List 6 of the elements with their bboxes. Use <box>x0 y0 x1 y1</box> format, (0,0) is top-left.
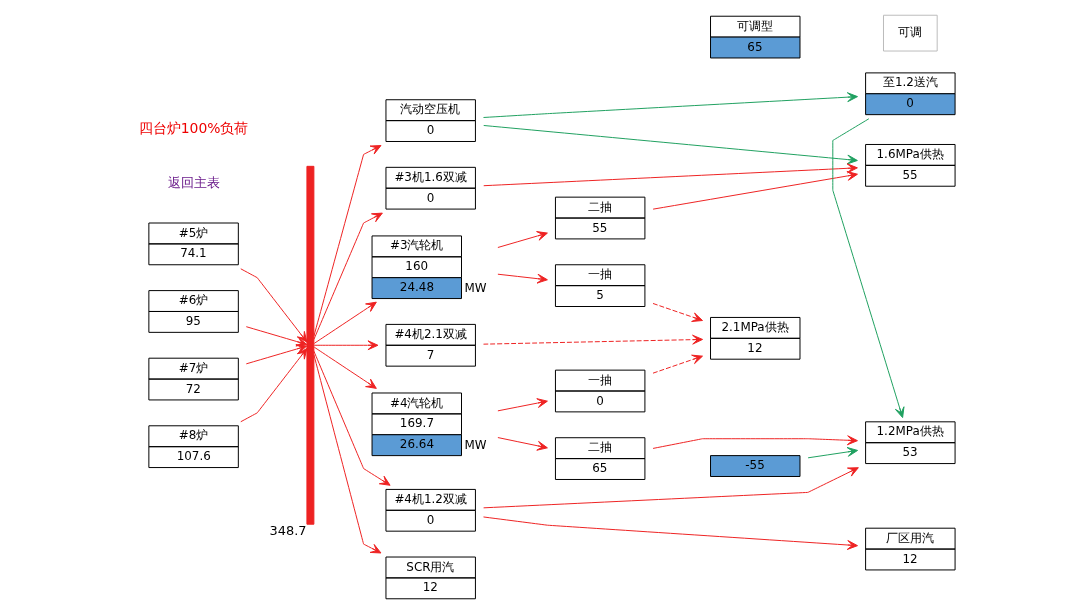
label: 返回主表 <box>167 174 220 190</box>
label: 可调 <box>897 25 922 40</box>
node-label: MW <box>463 438 487 453</box>
node-label: 348.7 <box>269 522 307 538</box>
node-label: MW <box>463 281 487 296</box>
label: 四台炉100%负荷 <box>138 120 248 137</box>
